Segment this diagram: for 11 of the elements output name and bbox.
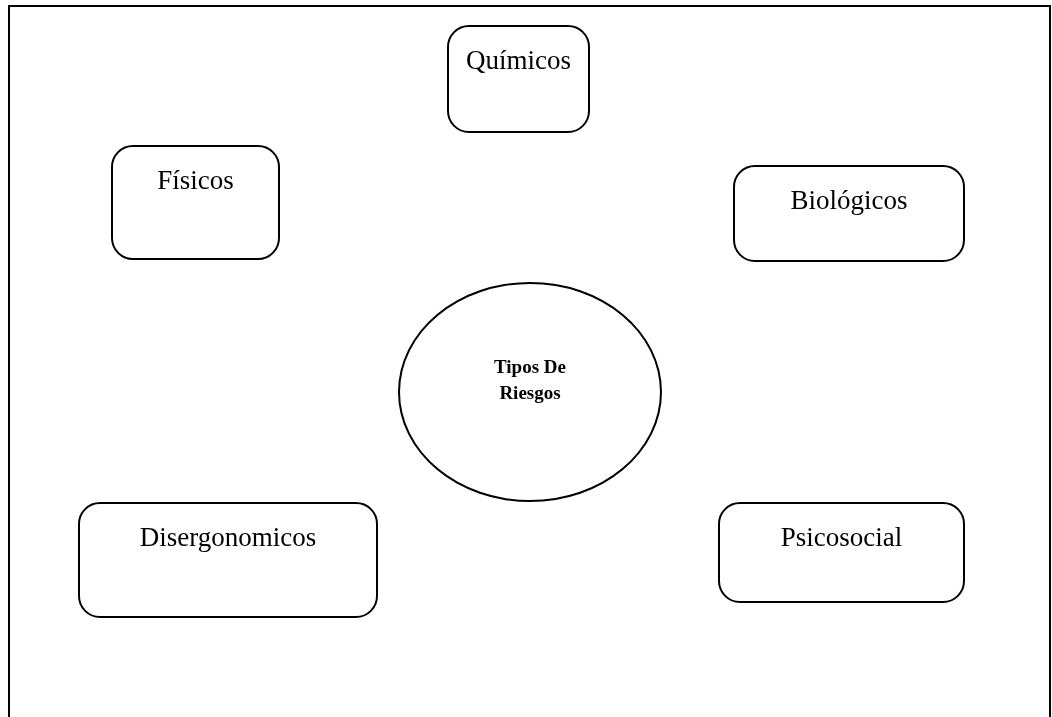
node-text: Disergonomicos xyxy=(139,521,317,554)
node-text: Físicos xyxy=(157,164,234,197)
node-text: Tipos De Riesgos xyxy=(493,355,567,405)
category-box xyxy=(733,165,965,262)
node-text: Químicos xyxy=(466,44,571,77)
category-box xyxy=(111,145,280,260)
category-box xyxy=(78,502,378,618)
node-text: Biológicos xyxy=(790,184,908,217)
node-text: Psicosocial xyxy=(780,521,903,554)
category-box xyxy=(447,25,590,133)
category-box xyxy=(718,502,965,603)
